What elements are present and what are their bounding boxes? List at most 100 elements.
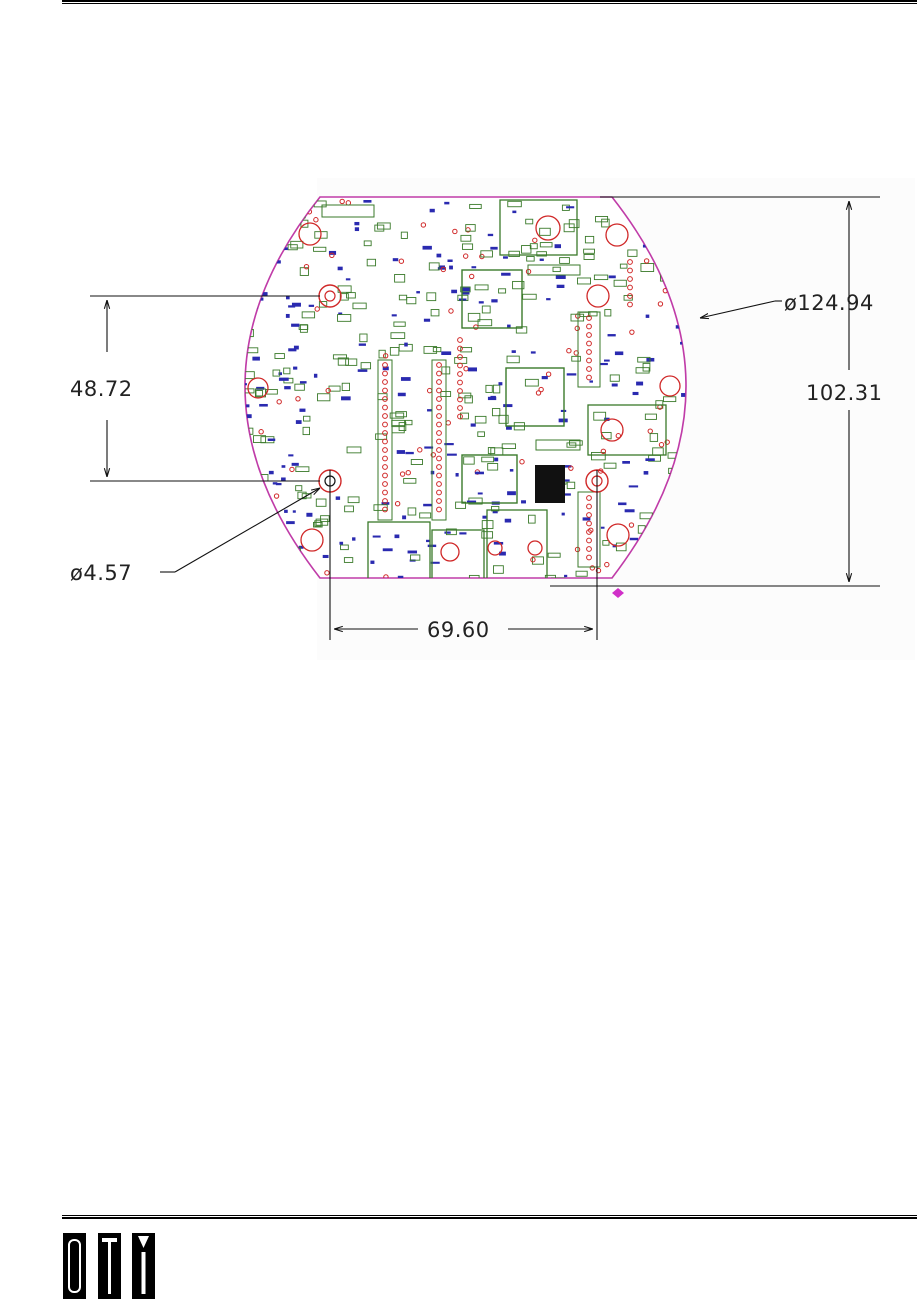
smd-component xyxy=(383,548,393,551)
smd-component xyxy=(233,440,245,445)
smd-component xyxy=(244,414,252,418)
smd-component xyxy=(273,228,276,231)
smd-component xyxy=(589,380,593,382)
dim-48-72: 48.72 xyxy=(70,377,133,401)
pcb-dimension-drawing: 48.72 102.31 ø124.94 ø4.57 69.60 xyxy=(0,170,917,670)
smd-component xyxy=(232,236,242,240)
smd-component xyxy=(615,351,623,355)
via-pad xyxy=(273,563,277,567)
smd-component xyxy=(230,437,239,441)
smd-component xyxy=(282,465,286,468)
smd-component xyxy=(459,532,466,534)
smd-component xyxy=(288,454,293,456)
smd-component xyxy=(540,259,544,261)
smd-component xyxy=(402,515,406,519)
smd-component xyxy=(237,265,245,268)
smd-component xyxy=(297,210,305,218)
smd-component xyxy=(248,473,256,478)
smd-component xyxy=(468,367,477,371)
smd-component xyxy=(601,527,605,529)
smd-component xyxy=(494,458,498,462)
smd-component xyxy=(482,516,486,519)
smd-component xyxy=(296,420,302,424)
smd-component xyxy=(447,454,457,456)
smd-component xyxy=(395,535,400,539)
smd-component xyxy=(510,469,513,472)
smd-component xyxy=(236,510,242,514)
smd-component xyxy=(505,519,511,523)
smd-component xyxy=(503,404,512,407)
smd-component xyxy=(423,504,432,506)
smd-component xyxy=(309,305,314,307)
smd-component xyxy=(246,404,249,407)
smd-component xyxy=(431,471,435,474)
smd-component xyxy=(459,298,466,300)
header-rule xyxy=(62,0,917,4)
smd-component xyxy=(314,374,317,378)
smd-component xyxy=(290,204,298,207)
smd-component xyxy=(299,409,305,412)
smd-component xyxy=(423,246,432,250)
dim-hole-diameter: ø4.57 xyxy=(70,561,132,585)
smd-component xyxy=(354,222,359,225)
smd-component xyxy=(630,538,638,540)
smd-component xyxy=(306,513,312,517)
smd-component xyxy=(230,320,236,323)
smd-component xyxy=(284,386,291,389)
smd-component xyxy=(359,343,366,345)
smd-component xyxy=(363,200,371,203)
smd-component xyxy=(245,243,255,247)
smd-component xyxy=(408,551,417,554)
smd-component xyxy=(284,510,288,513)
smd-component xyxy=(257,203,266,205)
smd-component xyxy=(600,363,608,365)
smd-component xyxy=(559,419,568,423)
smd-component xyxy=(622,461,630,464)
smd-component xyxy=(268,439,276,441)
dim-69-60: 69.60 xyxy=(427,618,490,642)
smd-component xyxy=(293,367,297,370)
smd-component xyxy=(451,290,457,294)
dim-102-31: 102.31 xyxy=(806,381,882,405)
smd-component xyxy=(279,372,282,375)
smd-component xyxy=(341,396,351,400)
via-pad xyxy=(247,214,251,218)
smd-component xyxy=(449,266,453,270)
smd-component xyxy=(447,259,452,261)
smd-component xyxy=(358,369,368,372)
smd-component xyxy=(426,540,430,542)
smd-component xyxy=(286,314,290,318)
smd-component xyxy=(230,269,237,271)
smd-component xyxy=(681,393,685,397)
smd-component xyxy=(237,209,248,215)
smd-component xyxy=(416,291,420,293)
smd-component xyxy=(233,367,240,371)
smd-component xyxy=(444,531,450,533)
via-pad xyxy=(249,223,253,227)
smd-component xyxy=(233,458,245,465)
smd-component xyxy=(370,561,374,564)
smd-component xyxy=(282,552,289,555)
via-pad xyxy=(231,486,235,490)
smd-component xyxy=(503,256,508,258)
smd-component xyxy=(286,521,295,524)
smd-component xyxy=(234,297,240,300)
smd-component xyxy=(401,377,411,381)
smd-component xyxy=(355,227,359,231)
smd-component xyxy=(243,223,249,226)
smd-component xyxy=(444,202,449,205)
smd-component xyxy=(404,343,408,347)
smd-component xyxy=(521,500,526,503)
smd-component xyxy=(392,314,397,316)
smd-component xyxy=(456,473,459,477)
smd-component xyxy=(636,382,643,386)
smd-component xyxy=(238,272,243,275)
smd-component xyxy=(609,275,616,278)
smd-component xyxy=(512,350,516,353)
smd-component xyxy=(232,435,239,440)
smd-component xyxy=(507,491,516,495)
smd-component xyxy=(645,458,654,461)
smd-component xyxy=(269,471,274,474)
smd-component xyxy=(293,205,302,208)
smd-component xyxy=(291,324,299,327)
